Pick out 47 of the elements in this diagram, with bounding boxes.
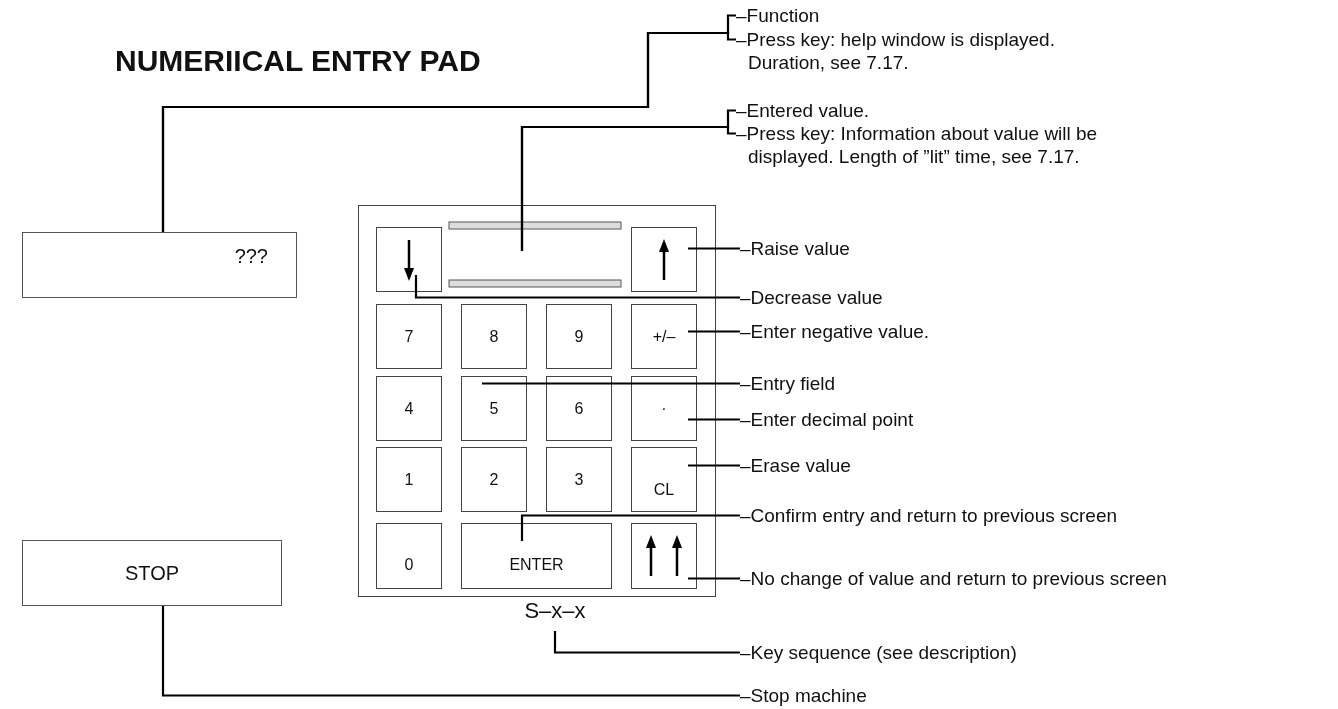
annotation-text: –Entered value. [736, 99, 1036, 122]
up-key [631, 227, 697, 292]
leader-line [520, 514, 740, 541]
annotation-text: –Raise value [740, 237, 1040, 260]
annotation-text: –Function [736, 4, 1036, 27]
annotation-text: –Stop machine [740, 684, 1040, 707]
key: 2 [461, 447, 527, 512]
annotation-text: –Decrease value [740, 286, 1040, 309]
annotation-text: –Confirm entry and return to previous screen [740, 504, 1180, 527]
leader-line [414, 275, 740, 299]
key: +/– [631, 304, 697, 369]
key: 9 [546, 304, 612, 369]
leader-line [688, 247, 740, 250]
key: 5 [461, 376, 527, 441]
annotation-text: –No change of value and return to previous screen [740, 567, 1180, 613]
leader-line [688, 418, 740, 421]
key: 8 [461, 304, 527, 369]
annotation-text: –Enter negative value. [740, 320, 1040, 343]
value-display [447, 219, 623, 291]
annotation-text: –Press key: Information about value will be displayed. Length of ”lit” time, see 7.17. [736, 122, 1176, 168]
screen-button: STOP [22, 540, 282, 606]
key: 0 [376, 523, 442, 589]
key: · [631, 376, 697, 441]
annotation-text: –Key sequence (see description) [740, 641, 1140, 664]
key: 1 [376, 447, 442, 512]
annotation-text: –Entry field [740, 372, 1040, 395]
leader-line [553, 631, 740, 654]
annotation-text: –Enter decimal point [740, 408, 1040, 431]
leader-line [688, 464, 740, 467]
down-key [376, 227, 442, 292]
leader-line [688, 330, 740, 333]
key: 6 [546, 376, 612, 441]
return-key [631, 523, 697, 589]
annotation-text: –Press key: help window is displayed. Duration, see 7.17. [736, 28, 1136, 74]
key: 7 [376, 304, 442, 369]
key: 3 [546, 447, 612, 512]
keypad-panel [358, 205, 716, 597]
key: ENTER [461, 523, 612, 589]
leader-line [161, 606, 740, 697]
leader-line [688, 577, 740, 580]
screen-button: ??? [22, 232, 297, 298]
leader-line [482, 382, 740, 385]
key: CL [631, 447, 697, 512]
annotation-text: –Erase value [740, 454, 1040, 477]
key-sequence-text: S–x–x [522, 598, 588, 630]
key: 4 [376, 376, 442, 441]
title: NUMERIICAL ENTRY PAD [115, 44, 481, 78]
